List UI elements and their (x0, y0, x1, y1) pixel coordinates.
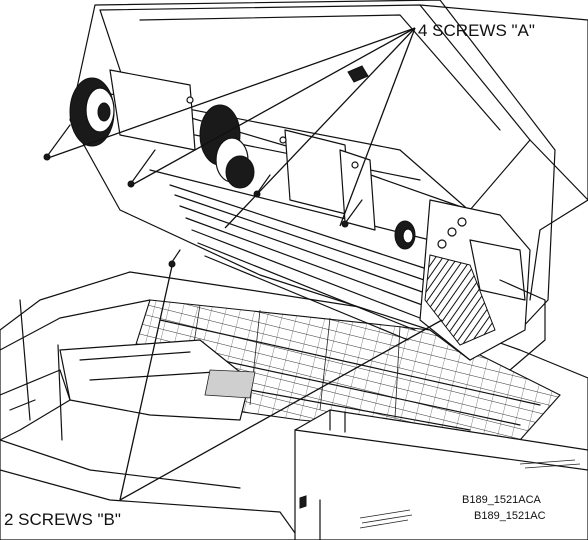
feed-tray (0, 339, 256, 441)
screw-b-1 (168, 249, 181, 268)
callout-lines-b (119, 265, 443, 501)
screw-a-4 (341, 199, 363, 228)
guide-slats (169, 184, 431, 341)
figure-id-primary: B189_1521ACA (462, 494, 542, 506)
roller-right (394, 220, 416, 250)
callout-lines-a (47, 27, 416, 229)
figure-id-secondary: B189_1521AC (474, 510, 546, 522)
roller-center (199, 104, 255, 189)
roller-left (69, 77, 115, 147)
callout-label-screws-b: 2 SCREWS "B" (4, 510, 121, 529)
callout-label-screws-a: 4 SCREWS "A" (418, 21, 535, 40)
hinge-assembly (419, 199, 546, 371)
raised-lid (69, 0, 588, 371)
front-housing (294, 409, 588, 540)
